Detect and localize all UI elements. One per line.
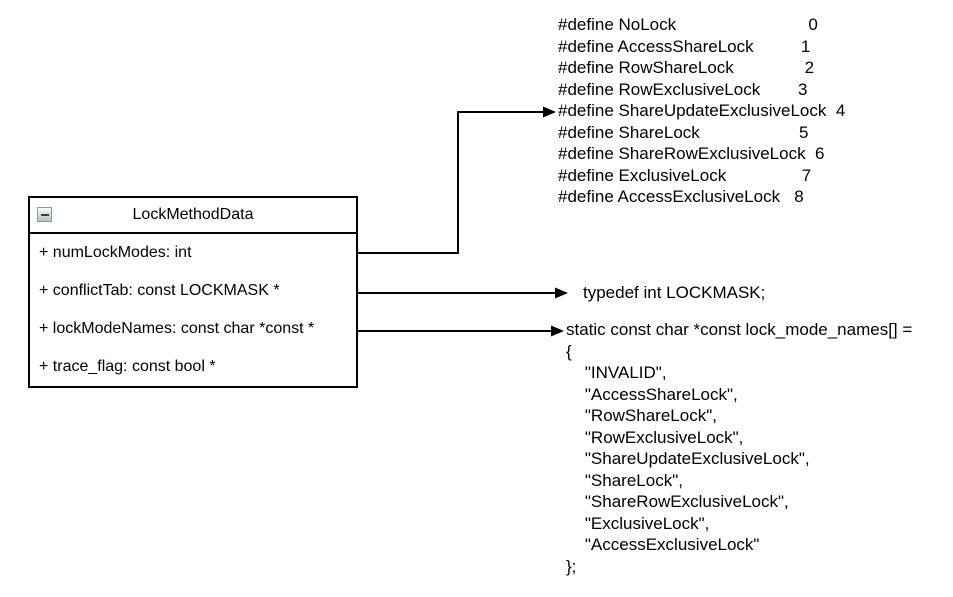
class-box-header: LockMethodData (30, 198, 356, 234)
code-line: "AccessExclusiveLock" (566, 535, 760, 554)
code-line: #define ShareLock 5 (558, 122, 809, 142)
connector-conflicttab-to-typedef[interactable] (357, 287, 568, 299)
code-line: "INVALID", (566, 363, 667, 382)
code-line: #define RowExclusiveLock 3 (558, 79, 808, 99)
typedef-code-block[interactable]: typedef int LOCKMASK; (583, 282, 765, 304)
code-line: #define AccessShareLock 1 (558, 36, 811, 56)
attribute-conflicttab[interactable]: + conflictTab: const LOCKMASK * (39, 282, 280, 299)
attribute-trace-flag[interactable]: + trace_flag: const bool * (39, 358, 216, 375)
code-line: #define ShareUpdateExclusiveLock 4 (558, 101, 846, 120)
code-line: "AccessShareLock", (566, 384, 738, 404)
code-line: "RowShareLock", (566, 406, 717, 425)
code-line: }; (566, 556, 577, 576)
code-line: #define RowShareLock 2 (558, 58, 815, 77)
code-line: "ShareLock", (566, 470, 683, 490)
array-code-block[interactable]: static const char *const lock_mode_names… (566, 319, 912, 577)
connector-numlockmodes-to-defines[interactable] (357, 106, 556, 254)
attribute-lockmodenames[interactable]: + lockModeNames: const char *const * (39, 320, 315, 337)
code-line: #define NoLock 0 (558, 15, 818, 34)
code-line: #define ExclusiveLock 7 (558, 165, 812, 185)
code-line: "ExclusiveLock", (566, 513, 710, 533)
code-line: "RowExclusiveLock", (566, 427, 744, 447)
code-line: typedef int LOCKMASK; (583, 283, 766, 302)
code-line: "ShareUpdateExclusiveLock", (566, 449, 810, 468)
class-title: LockMethodData (132, 206, 254, 223)
minus-icon (40, 213, 49, 216)
code-line: static const char *const lock_mode_names… (566, 320, 913, 339)
attribute-numlockmodes[interactable]: + numLockModes: int (39, 244, 192, 261)
code-line: "ShareRowExclusiveLock", (566, 492, 789, 511)
code-line: #define ShareRowExclusiveLock 6 (558, 144, 825, 163)
collapse-button[interactable] (37, 207, 52, 222)
code-line: { (566, 341, 572, 361)
connector-lockmodenames-to-array[interactable] (357, 325, 564, 337)
class-attributes: + numLockModes: int + conflictTab: const… (30, 234, 356, 386)
define-code-block[interactable]: #define NoLock 0 #define AccessShareLock… (558, 14, 845, 208)
class-box-lockmethoddata[interactable]: LockMethodData + numLockModes: int + con… (28, 196, 358, 388)
code-line: #define AccessExclusiveLock 8 (558, 187, 804, 206)
